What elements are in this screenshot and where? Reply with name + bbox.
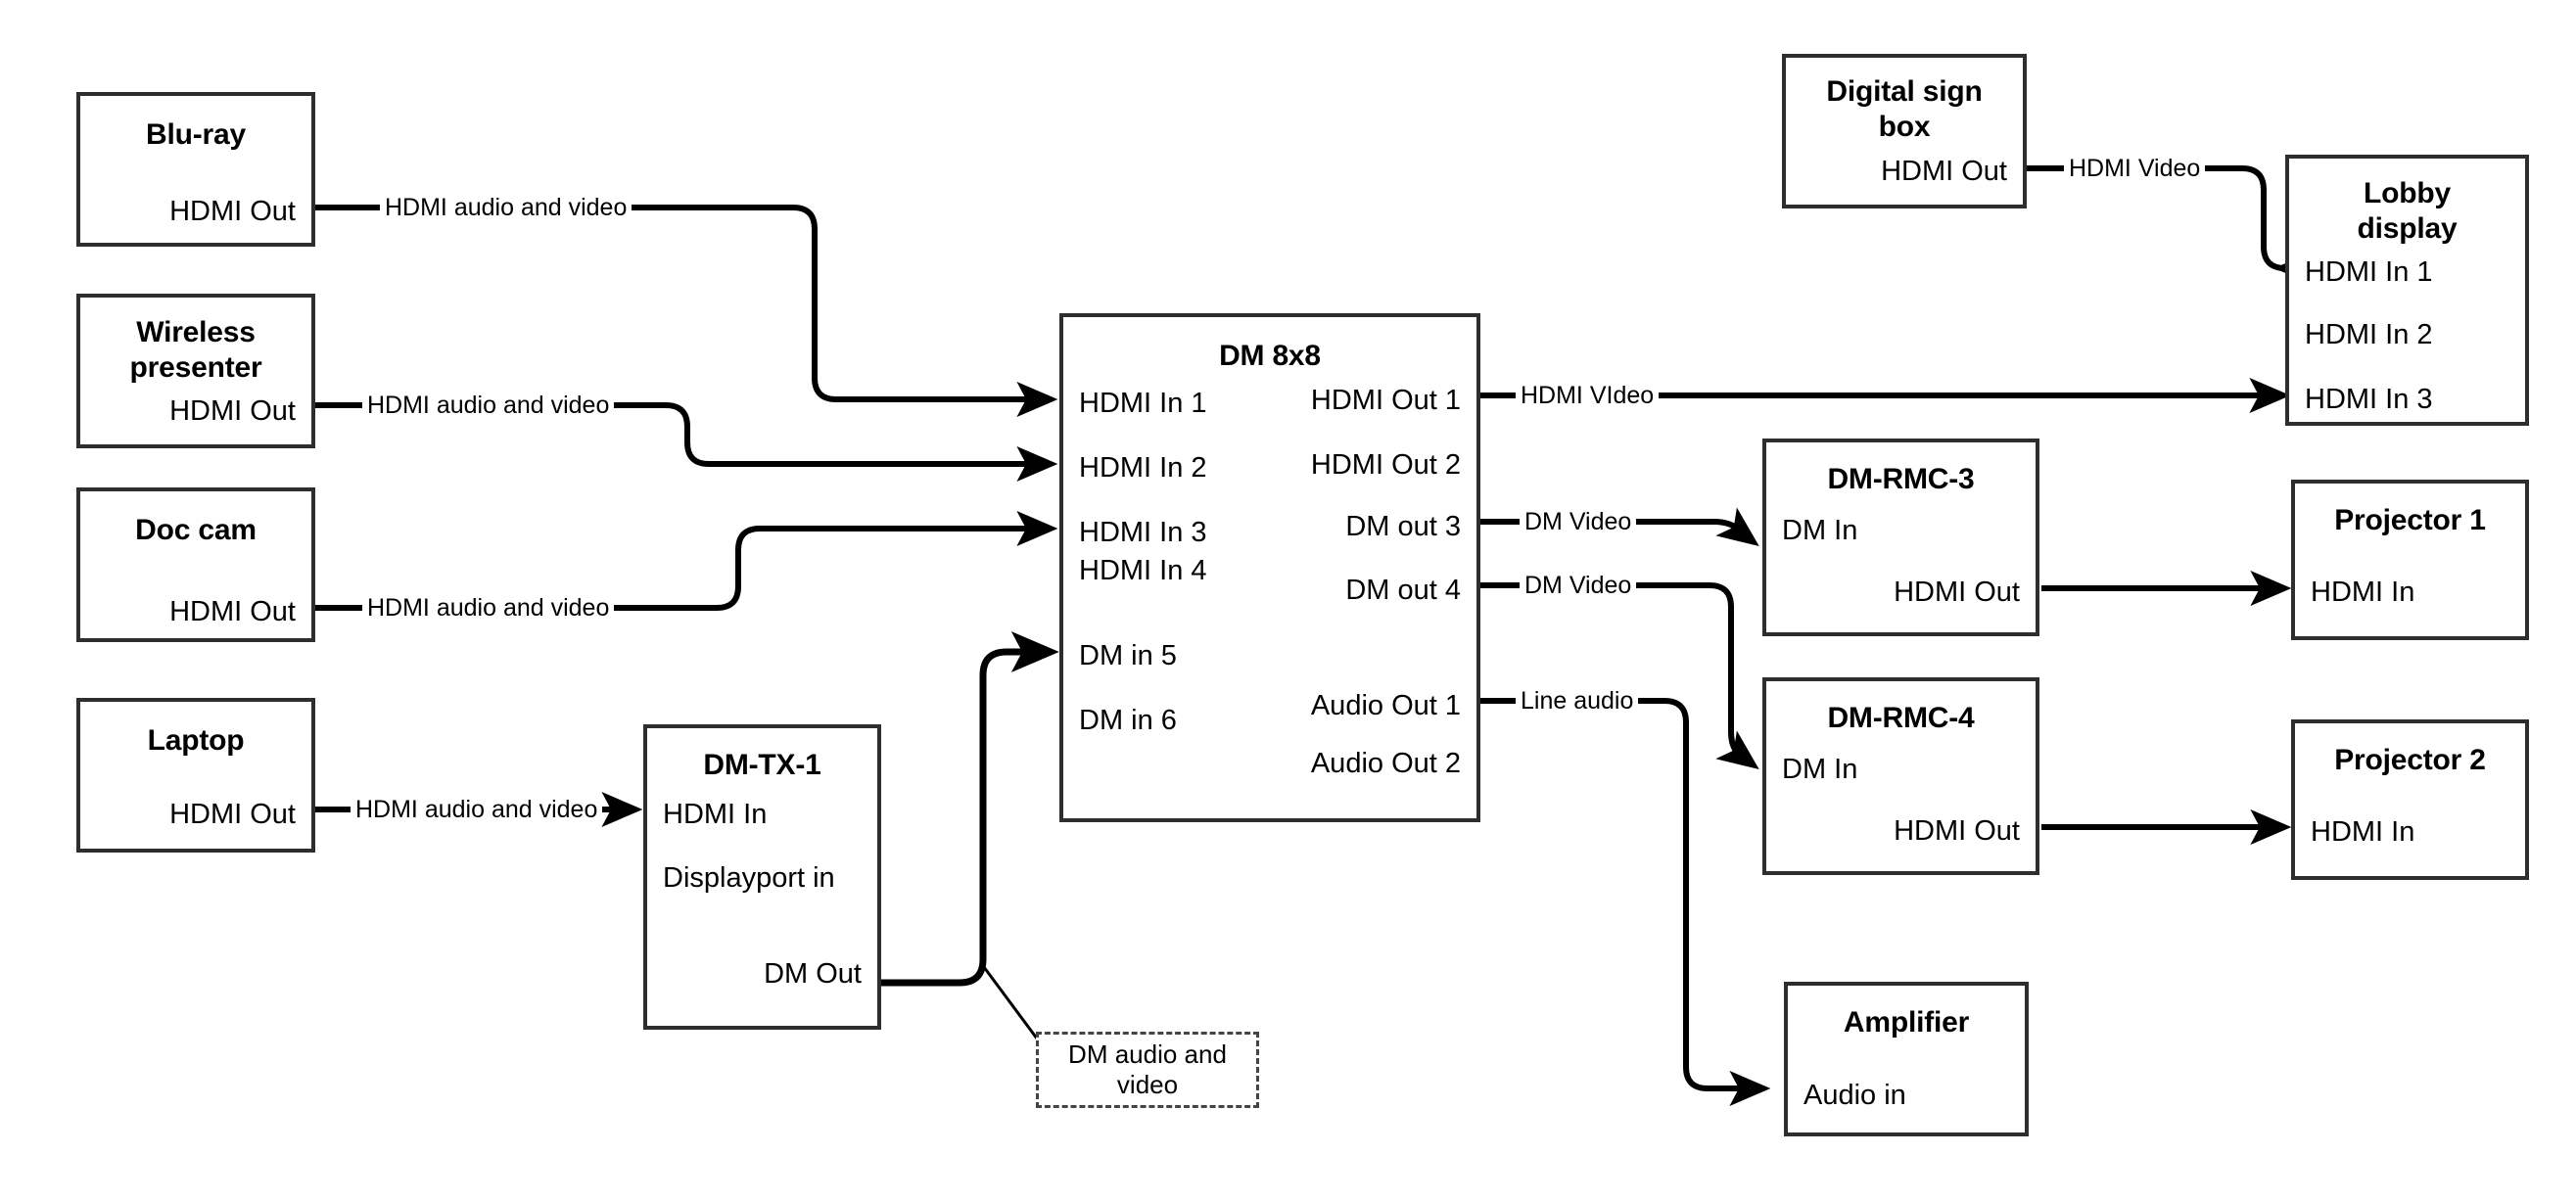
- node-dm-rmc-4[interactable]: DM-RMC-4 DM In HDMI Out: [1762, 677, 2039, 875]
- node-digital-sign-box-title-line1: Digital sign: [1826, 75, 1983, 108]
- label-dm8x8-to-lobby: HDMI VIdeo: [1516, 382, 1660, 409]
- node-dm-rmc-3-title: DM-RMC-3: [1827, 463, 1975, 495]
- node-amplifier-title: Amplifier: [1843, 1006, 1970, 1039]
- port-dm-8x8-dm-in-6[interactable]: DM in 6: [1079, 705, 1177, 736]
- port-dm-8x8-hdmi-in-1[interactable]: HDMI In 1: [1079, 388, 1207, 419]
- node-bluray[interactable]: Blu-ray HDMI Out: [76, 92, 315, 247]
- port-lobby-display-hdmi-in-1[interactable]: HDMI In 1: [2305, 256, 2433, 288]
- leader-dm-audio-video-note: [979, 962, 1042, 1043]
- label-dm8x8-to-rmc4: DM Video: [1520, 572, 1637, 599]
- node-projector-2[interactable]: Projector 2 HDMI In: [2291, 719, 2529, 880]
- label-wireless-to-dm8x8: HDMI audio and video: [362, 392, 615, 419]
- wire-dm8x8-to-rmc4: [1480, 582, 1759, 770]
- port-wireless-presenter-hdmi-out[interactable]: HDMI Out: [169, 395, 296, 427]
- port-doc-cam-hdmi-out[interactable]: HDMI Out: [169, 596, 296, 627]
- node-laptop-title: Laptop: [147, 724, 245, 757]
- annotation-dm-audio-video-text: DM audio and video: [1068, 1039, 1227, 1099]
- node-laptop[interactable]: Laptop HDMI Out: [76, 698, 315, 853]
- port-dm-8x8-dm-out-3[interactable]: DM out 3: [1345, 511, 1461, 542]
- node-dm-rmc-4-title: DM-RMC-4: [1827, 702, 1975, 734]
- port-lobby-display-hdmi-in-2[interactable]: HDMI In 2: [2305, 319, 2433, 350]
- port-dm-rmc-4-dm-in[interactable]: DM In: [1782, 754, 1858, 785]
- wire-dmtx1-to-dm8x8: [881, 631, 1059, 987]
- node-bluray-title: Blu-ray: [146, 118, 246, 151]
- node-wireless-presenter[interactable]: Wireless presenter HDMI Out: [76, 294, 315, 448]
- annotation-dm-audio-video: DM audio and video: [1036, 1032, 1259, 1108]
- label-doccam-to-dm8x8: HDMI audio and video: [362, 594, 615, 622]
- port-dm-8x8-audio-out-2[interactable]: Audio Out 2: [1310, 748, 1461, 779]
- label-signbox-to-lobby: HDMI Video: [2064, 155, 2206, 182]
- label-laptop-to-dmtx1: HDMI audio and video: [351, 796, 603, 823]
- node-wireless-presenter-title-line1: Wireless: [136, 316, 256, 348]
- port-dm-8x8-hdmi-in-2[interactable]: HDMI In 2: [1079, 452, 1207, 484]
- port-bluray-hdmi-out[interactable]: HDMI Out: [169, 196, 296, 227]
- node-dm-8x8[interactable]: DM 8x8 HDMI In 1 HDMI In 2 HDMI In 3 HDM…: [1059, 313, 1480, 822]
- label-dm8x8-to-amplifier: Line audio: [1516, 687, 1639, 715]
- port-amplifier-audio-in[interactable]: Audio in: [1803, 1080, 1906, 1111]
- port-projector-2-hdmi-in[interactable]: HDMI In: [2311, 816, 2415, 848]
- node-projector-1[interactable]: Projector 1 HDMI In: [2291, 480, 2529, 640]
- port-dm-rmc-4-hdmi-out[interactable]: HDMI Out: [1894, 815, 2020, 847]
- port-dm-8x8-hdmi-out-1[interactable]: HDMI Out 1: [1310, 385, 1461, 416]
- node-lobby-display[interactable]: Lobby display HDMI In 1 HDMI In 2 HDMI I…: [2285, 155, 2529, 426]
- node-doc-cam[interactable]: Doc cam HDMI Out: [76, 487, 315, 642]
- port-dm-rmc-3-dm-in[interactable]: DM In: [1782, 515, 1858, 546]
- port-dm-8x8-dm-out-4[interactable]: DM out 4: [1345, 575, 1461, 606]
- port-lobby-display-hdmi-in-3[interactable]: HDMI In 3: [2305, 384, 2433, 415]
- port-projector-1-hdmi-in[interactable]: HDMI In: [2311, 577, 2415, 608]
- node-digital-sign-box-title-line2: box: [1878, 111, 1931, 143]
- port-dm-rmc-3-hdmi-out[interactable]: HDMI Out: [1894, 577, 2020, 608]
- wire-dm8x8-to-amplifier: [1480, 698, 1771, 1106]
- node-dm-8x8-title: DM 8x8: [1219, 340, 1321, 372]
- label-bluray-to-dm8x8: HDMI audio and video: [380, 194, 632, 221]
- node-lobby-display-title-line1: Lobby: [2364, 177, 2451, 209]
- node-wireless-presenter-title-line2: presenter: [129, 351, 262, 384]
- wire-bluray-to-dm8x8: [315, 205, 1058, 417]
- port-dm-8x8-audio-out-1[interactable]: Audio Out 1: [1310, 690, 1461, 721]
- node-projector-2-title: Projector 2: [2334, 744, 2486, 776]
- node-projector-1-title: Projector 1: [2334, 504, 2486, 536]
- port-laptop-hdmi-out[interactable]: HDMI Out: [169, 799, 296, 830]
- wire-signbox-to-lobby: [2027, 165, 2316, 286]
- node-lobby-display-title-line2: display: [2357, 212, 2458, 245]
- label-dm8x8-to-rmc3: DM Video: [1520, 508, 1637, 535]
- port-dm-8x8-hdmi-out-2[interactable]: HDMI Out 2: [1310, 449, 1461, 481]
- port-dm-8x8-hdmi-in-4[interactable]: HDMI In 4: [1079, 555, 1207, 586]
- node-doc-cam-title: Doc cam: [135, 514, 257, 546]
- port-digital-sign-box-hdmi-out[interactable]: HDMI Out: [1881, 156, 2007, 187]
- node-digital-sign-box[interactable]: Digital sign box HDMI Out: [1782, 54, 2027, 208]
- port-dm-8x8-hdmi-in-3[interactable]: HDMI In 3: [1079, 517, 1207, 548]
- node-dm-tx-1[interactable]: DM-TX-1 HDMI In Displayport in DM Out: [643, 724, 881, 1030]
- node-dm-tx-1-title: DM-TX-1: [703, 749, 821, 781]
- port-dm-8x8-dm-in-5[interactable]: DM in 5: [1079, 640, 1177, 671]
- port-dm-tx-1-dm-out[interactable]: DM Out: [764, 958, 862, 990]
- node-dm-rmc-3[interactable]: DM-RMC-3 DM In HDMI Out: [1762, 439, 2039, 636]
- port-dm-tx-1-displayport-in[interactable]: Displayport in: [663, 862, 835, 894]
- port-dm-tx-1-hdmi-in[interactable]: HDMI In: [663, 799, 768, 830]
- node-amplifier[interactable]: Amplifier Audio in: [1784, 982, 2029, 1136]
